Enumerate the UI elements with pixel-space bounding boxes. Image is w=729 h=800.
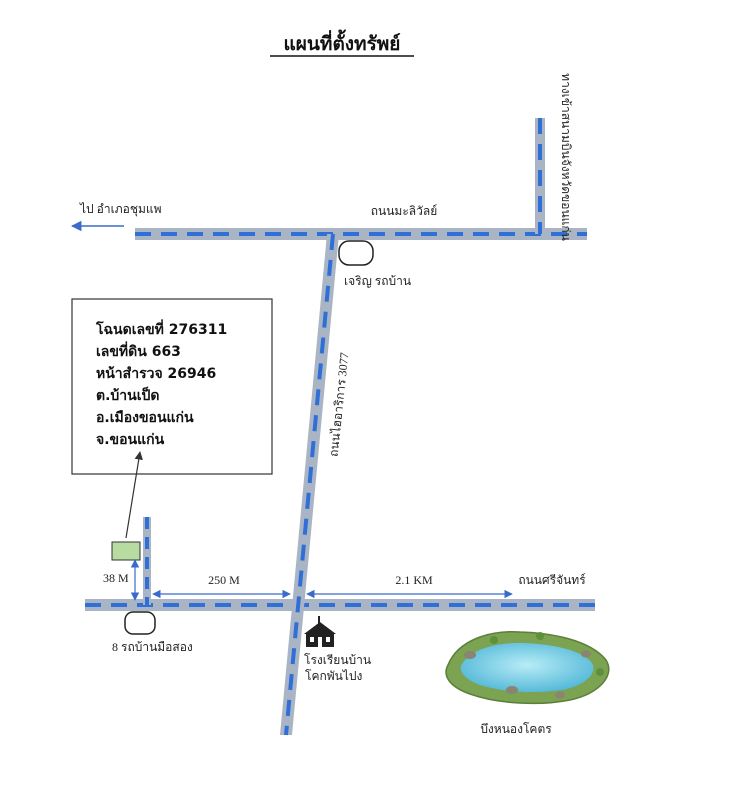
deed-line-4: ต.บ้านเป็ด (96, 386, 160, 404)
deed-line-3: หน้าสำรวจ 26946 (96, 366, 216, 382)
map-title: แผนที่ตั้งทรัพย์ (284, 29, 401, 55)
used-car-shop-marker (124, 611, 156, 635)
deed-line-5: อ.เมืองขอนแก่น (96, 410, 194, 426)
label-school-line-2: โคกพันไปง (305, 669, 362, 683)
label-pond: บึงหนองโคตร (480, 722, 552, 736)
road-maliwan (135, 228, 587, 240)
road-airport-access (535, 118, 545, 234)
road-3077 (280, 233, 339, 736)
property-plot (111, 541, 141, 561)
charoen-shop-marker (338, 240, 374, 266)
label-road-srichan: ถนนศรีจันทร์ (518, 573, 586, 587)
label-dimension-38m: 38 M (103, 571, 129, 585)
label-to-chumphae: ไป อำเภอชุมแพ (79, 202, 162, 217)
label-road-maliwan: ถนนมะลิวัลย์ (371, 204, 438, 218)
label-charoen-shop: เจริญ รถบ้าน (344, 274, 411, 288)
label-used-car-shop: 8 รถบ้านมือสอง (112, 640, 193, 654)
label-school-line-1: โรงเรียนบ้าน (304, 653, 371, 667)
school-icon (304, 616, 336, 647)
label-airport-road: ทางเข้าสนามบินจังหวัดขอนแก่น (559, 73, 573, 241)
label-dimension-250m: 250 M (208, 573, 240, 587)
deed-info-box: โฉนดเลขที่ 276311 เลขที่ดิน 663 หน้าสำรว… (71, 298, 273, 475)
pond-illustration (445, 631, 610, 705)
deed-line-2: เลขที่ดิน 663 (96, 341, 181, 360)
label-road-3077: ถนนไฮอาริการ 3077 (327, 352, 352, 458)
deed-line-1: โฉนดเลขที่ 276311 (95, 319, 227, 338)
road-side-lane (143, 517, 151, 605)
plot-pointer-arrow (125, 451, 143, 539)
road-srichan (85, 599, 595, 611)
deed-line-6: จ.ขอนแก่น (96, 432, 165, 448)
label-dimension-2-1km: 2.1 KM (395, 573, 433, 587)
